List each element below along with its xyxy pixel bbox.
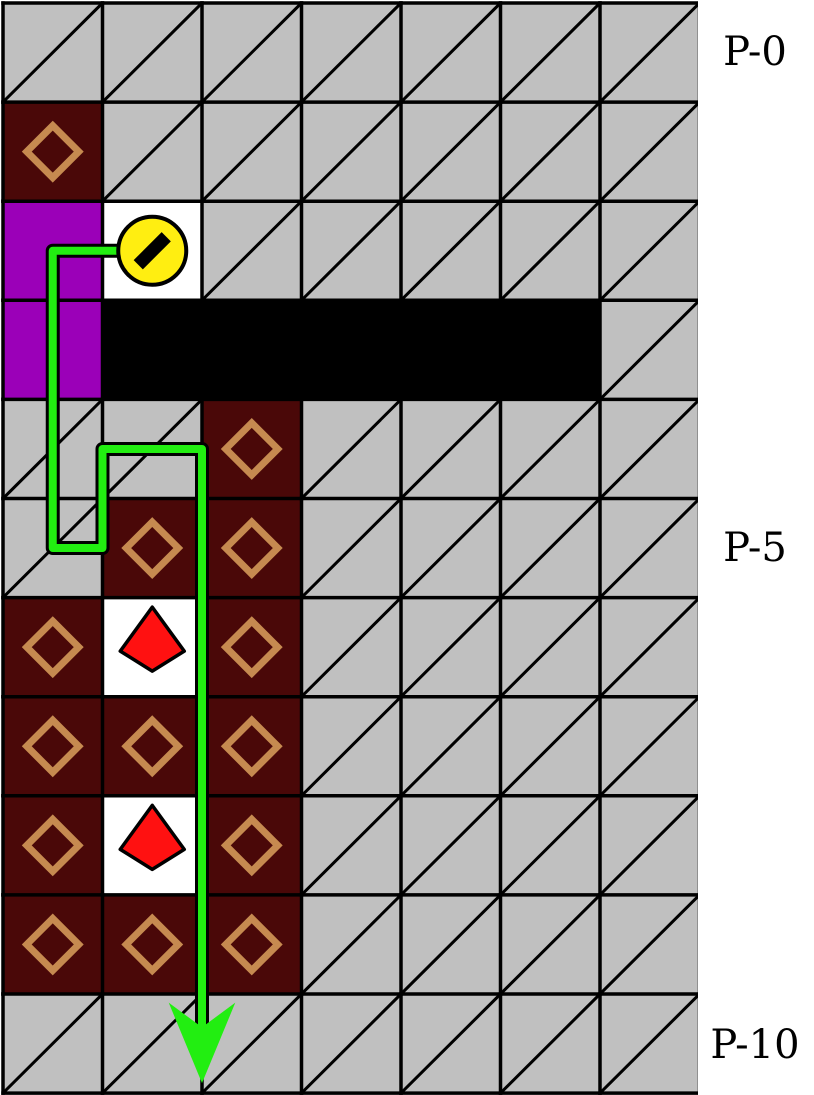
brown-diamond-tile [202,894,302,994]
brown-diamond-tile [102,894,202,994]
brown-diamond-tile [102,498,202,598]
gray-diagonal-tile [499,497,602,599]
gray-diagonal-tile [300,893,403,996]
diamond-icon [121,913,184,976]
brown-diamond-tile [102,696,202,796]
black-wall-tile [500,300,600,400]
gray-diagonal-tile [200,101,303,203]
diamond-icon [21,616,84,679]
gray-diagonal-tile [399,101,502,203]
gray-diagonal-tile [598,398,698,500]
gray-diagonal-tile [101,1,204,104]
gray-diagonal-tile [300,596,403,698]
gray-diagonal-tile [300,398,403,500]
black-wall-tile [202,300,302,400]
gray-diagonal-tile [499,398,602,500]
brown-diamond-tile [3,696,103,796]
gray-diagonal-tile [399,497,502,599]
gray-diagonal-tile [399,695,502,797]
diamond-icon [21,913,84,976]
brown-diamond-tile [3,102,103,202]
diamond-icon [21,715,84,778]
brown-diamond-tile [3,894,103,994]
gray-diagonal-tile [598,101,698,203]
game-board [1,1,698,1095]
gray-diagonal-tile [399,398,502,500]
gray-diagonal-tile [399,1,502,104]
gray-diagonal-tile [499,794,602,896]
gray-diagonal-tile [399,794,502,896]
gray-diagonal-tile [101,992,204,1095]
row-label-p10: P-10 [710,1022,800,1068]
gray-diagonal-tile [598,795,698,896]
gray-diagonal-tile [598,993,698,1095]
yellow-circle-slash-token-icon [116,214,189,287]
diamond-icon [21,814,84,877]
gray-diagonal-tile [499,893,602,996]
diamond-icon [21,120,84,183]
red-diamond-gem-icon [118,803,186,872]
diamond-icon [121,517,184,579]
diamond-icon [220,616,283,679]
row-label-p0: P-0 [723,29,787,75]
gray-diagonal-tile [499,101,602,203]
gray-diagonal-tile [300,1,403,104]
gray-diagonal-tile [200,1,303,104]
gray-diagonal-tile [598,894,698,996]
diamond-icon [220,913,283,976]
gray-diagonal-tile [200,992,303,1095]
gray-diagonal-tile [300,695,403,797]
gray-diagonal-tile [598,2,698,104]
gray-diagonal-tile [499,596,602,698]
brown-diamond-tile [202,696,302,796]
gray-diagonal-tile [598,696,698,797]
diamond-icon [220,517,283,579]
gray-diagonal-tile [598,299,698,401]
black-wall-tile [102,300,202,400]
brown-diamond-tile [202,597,302,697]
gray-diagonal-tile [1,992,104,1095]
row-label-p5: P-5 [723,525,787,571]
diamond-icon [220,418,283,480]
brown-diamond-tile [3,597,103,697]
gray-diagonal-tile [499,992,602,1095]
gray-diagonal-tile [1,1,104,104]
gray-diagonal-tile [598,596,698,698]
gray-diagonal-tile [300,200,403,302]
brown-diamond-tile [202,498,302,598]
diamond-icon [220,814,283,877]
gray-diagonal-tile [499,1,602,104]
red-diamond-gem-icon [118,605,186,673]
brown-diamond-tile [3,795,103,895]
green-arrow-path-icon [45,243,236,1084]
gray-diagonal-tile [598,200,698,302]
gray-diagonal-tile [499,695,602,797]
gray-diagonal-tile [300,497,403,599]
gray-diagonal-tile [399,200,502,302]
gray-diagonal-tile [200,200,303,302]
diamond-icon [121,715,184,778]
gray-diagonal-tile [499,200,602,302]
gray-diagonal-tile [399,992,502,1095]
gray-diagonal-tile [399,893,502,996]
black-wall-tile [301,300,401,400]
brown-diamond-tile [202,795,302,895]
gray-diagonal-tile [300,992,403,1095]
gray-diagonal-tile [300,794,403,896]
gray-diagonal-tile [101,101,204,203]
gray-diagonal-tile [399,596,502,698]
diamond-icon [220,715,283,778]
gray-diagonal-tile [300,101,403,203]
brown-diamond-tile [202,399,302,499]
black-wall-tile [401,300,501,400]
gray-diagonal-tile [598,497,698,599]
